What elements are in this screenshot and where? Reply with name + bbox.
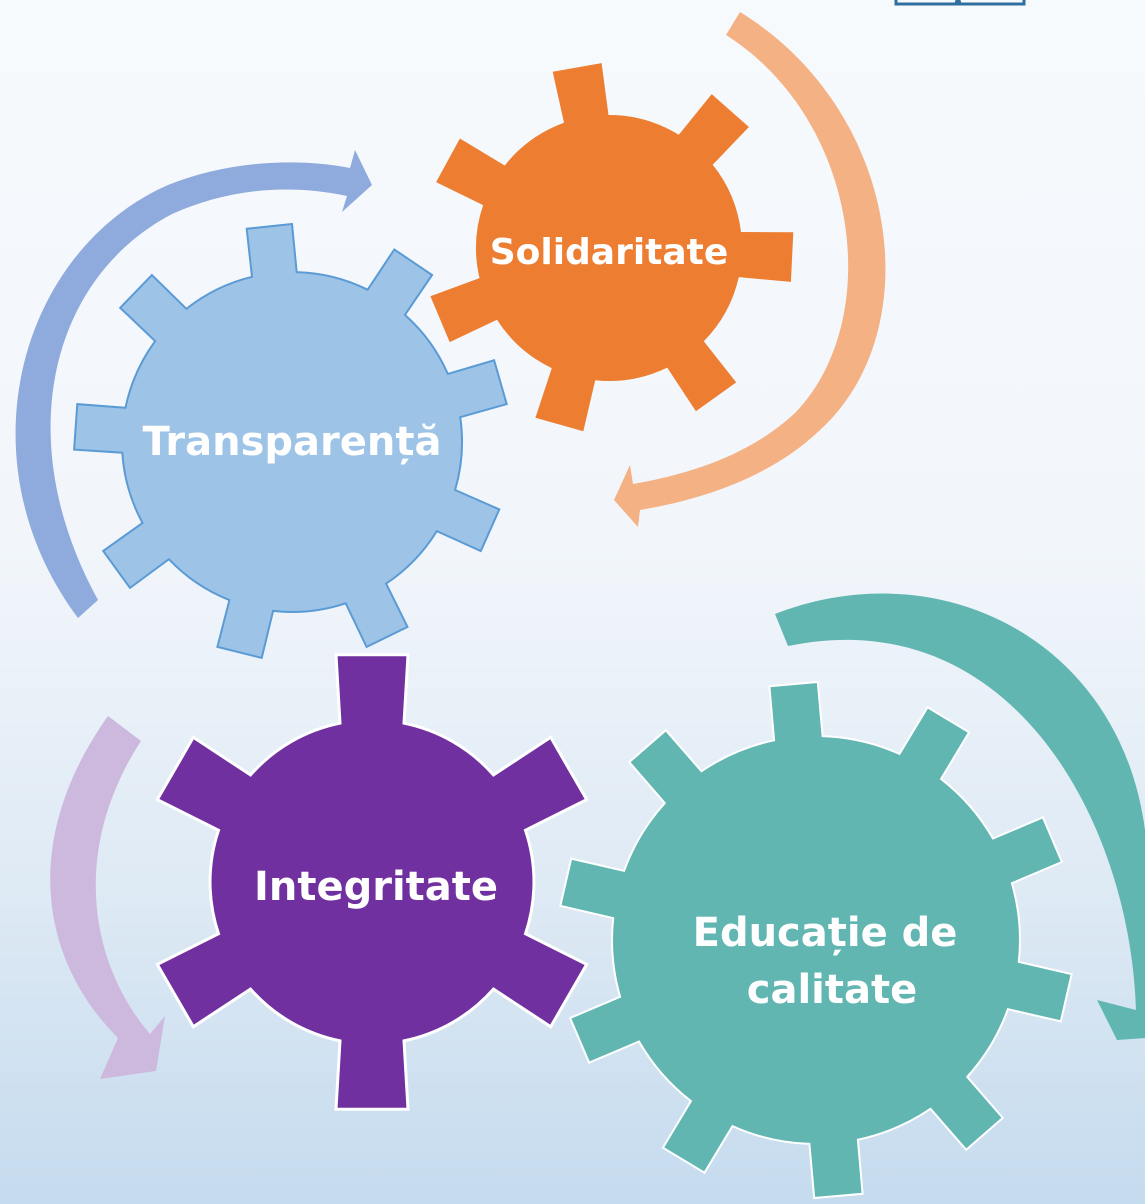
- orange-cycle-arrow: [614, 12, 886, 527]
- gear-integritate: Integritate: [155, 653, 589, 1111]
- gear-educatie-label-line-1: Educație de: [693, 910, 958, 956]
- gear-integritate-label-line-1: Integritate: [254, 864, 498, 910]
- blue-cycle-arrow: [15, 150, 372, 618]
- gear-solidaritate: Solidaritate: [430, 63, 794, 432]
- gear-integritate-label: Integritate: [254, 864, 498, 910]
- logo-fragment: [894, 0, 1026, 6]
- gear-transparenta-label-line-1: Transparență: [143, 419, 442, 465]
- gear-transparenta: Transparență: [73, 222, 508, 660]
- teal-cycle-arrow: [775, 593, 1145, 1040]
- lilac-cycle-arrow: [50, 716, 165, 1079]
- gear-transparenta-label: Transparență: [143, 419, 442, 465]
- gear-solidaritate-label: Solidaritate: [490, 232, 729, 273]
- gear-educatie-label-line-2: calitate: [747, 967, 918, 1013]
- gear-educatie-label: Educație de calitate: [693, 910, 972, 1013]
- gear-solidaritate-label-line-1: Solidaritate: [490, 232, 729, 273]
- gear-educatie: Educație de calitate: [559, 680, 1073, 1200]
